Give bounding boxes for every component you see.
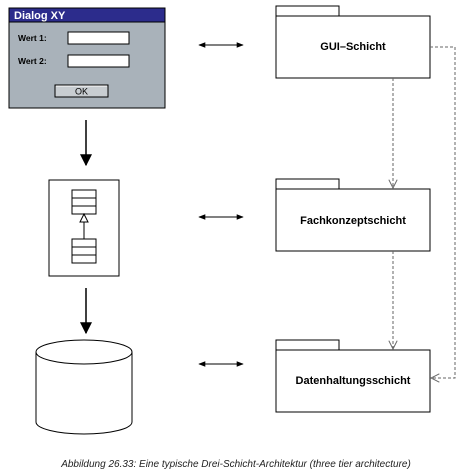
fachkonzept-layer-label: Fachkonzeptschicht — [300, 215, 406, 227]
ok-button-label: OK — [75, 87, 88, 97]
dialog-titlebar — [8, 7, 166, 23]
package-fachkonzept-layer: Fachkonzeptschicht — [275, 178, 431, 252]
ok-button[interactable]: OK — [54, 84, 109, 98]
package-datenhaltung-layer: Datenhaltungsschicht — [275, 339, 431, 413]
gui-layer-label: GUI–Schicht — [320, 41, 386, 53]
dependency-gui-to-datenhaltung — [430, 46, 456, 378]
dialog-window: Dialog XY Wert 1: Wert 2: OK — [8, 7, 166, 109]
wert2-input[interactable] — [67, 54, 130, 68]
wert1-label: Wert 1: — [18, 33, 47, 43]
wert1-input[interactable] — [67, 31, 130, 45]
inheritance-arrow-icon — [79, 212, 89, 239]
package-gui-layer: GUI–Schicht — [275, 5, 431, 79]
database-cylinder-icon — [35, 339, 133, 435]
wert2-label: Wert 2: — [18, 56, 47, 66]
dialog-title: Dialog XY — [14, 10, 66, 22]
datenhaltung-layer-label: Datenhaltungsschicht — [296, 375, 411, 387]
figure-caption: Abbildung 26.33: Eine typische Drei-Schi… — [60, 459, 411, 470]
class-diagram-box — [48, 179, 120, 277]
subclass-icon — [71, 238, 97, 264]
superclass-icon — [71, 189, 97, 215]
